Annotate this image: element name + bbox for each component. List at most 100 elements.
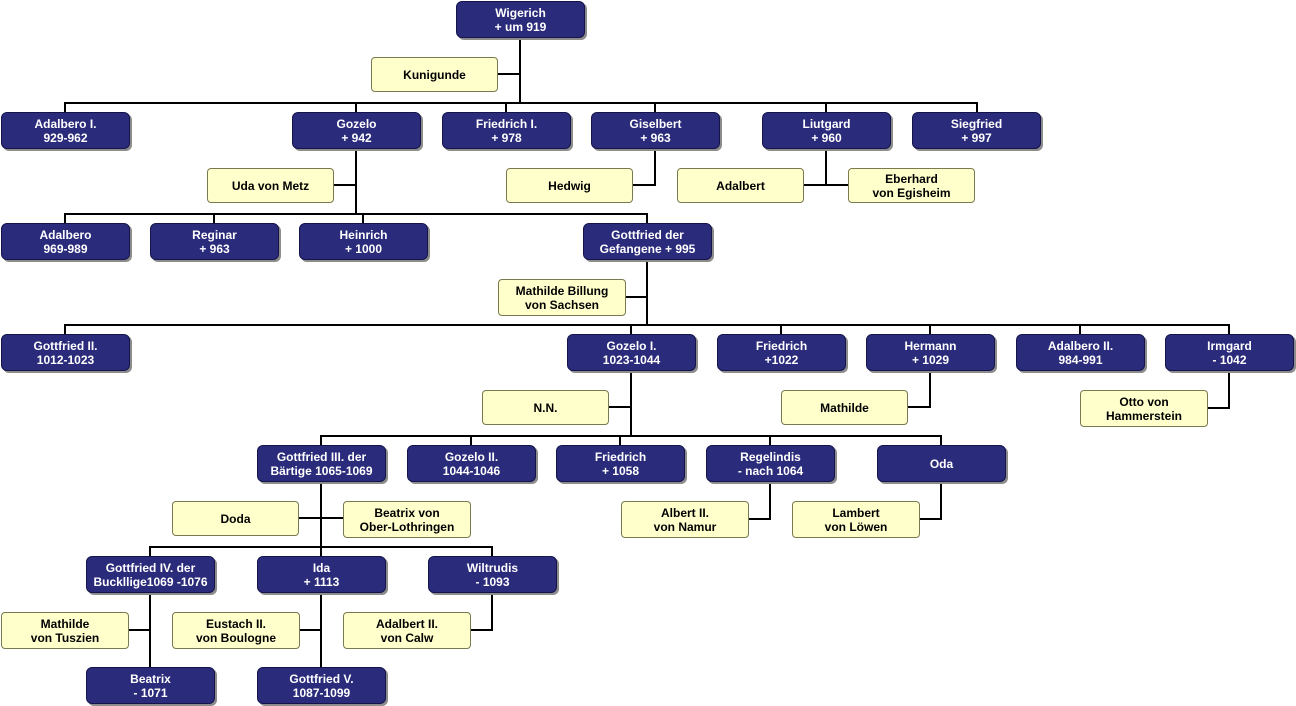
person-gozelo-1-line-2: 1023-1044 (602, 352, 661, 367)
spouse-eberhard-line-1: Eberhard (885, 171, 938, 186)
person-friedrich-1-line-1: Friedrich I. (475, 116, 538, 131)
person-gottfried-2: Gottfried II. 1012-1023 (1, 334, 130, 371)
spouse-uda-von-metz: Uda von Metz (207, 168, 334, 203)
person-wiltrudis-line-1: Wiltrudis (466, 560, 519, 575)
person-ida-line-1: Ida (312, 560, 331, 575)
spouse-eberhard: Eberhard von Egisheim (848, 168, 975, 203)
person-wiltrudis: Wiltrudis - 1093 (428, 556, 557, 593)
person-oda-line-1: Oda (929, 456, 954, 471)
spouse-eustach-line-1: Eustach II. (205, 616, 267, 631)
spouse-adalbert2-line-2: von Calw (380, 630, 434, 645)
person-gottfried-4-line-2: Buckllige1069 -1076 (93, 574, 208, 589)
person-beatrix-line-1: Beatrix (130, 671, 171, 686)
person-reginar-line-1: Reginar (192, 227, 237, 242)
person-ida-line-2: + 1113 (303, 574, 340, 589)
spouse-mathilde-t-line-2: von Tuszien (30, 630, 100, 645)
person-liutgard-line-2: + 960 (811, 130, 842, 145)
person-gottfried-3: Gottfried III. der Bärtige 1065-1069 (257, 445, 386, 482)
person-friedrich-1-line-2: + 978 (491, 130, 522, 145)
spouse-kunigunde: Kunigunde (371, 57, 498, 92)
person-heinrich-line-1: Heinrich (339, 227, 388, 242)
person-gozelo-2: Gozelo II. 1044-1046 (407, 445, 536, 482)
spouse-eberhard-line-2: von Egisheim (872, 185, 951, 200)
spouse-albert2-line-2: von Namur (653, 519, 717, 534)
person-friedrich-b: Friedrich + 1058 (556, 445, 685, 482)
person-gottfried-4: Gottfried IV. der Buckllige1069 -1076 (86, 556, 215, 593)
person-gottfried-g-line-2: Gefangene + 995 (599, 241, 696, 256)
person-adalbero-line-1: Adalbero (39, 227, 92, 242)
person-giselbert-line-1: Giselbert (629, 116, 682, 131)
spouse-doda: Doda (172, 501, 299, 536)
person-friedrich-line-1: Friedrich (755, 338, 808, 353)
person-hermann-line-2: + 1029 (911, 352, 950, 367)
person-friedrich-b-line-2: + 1058 (601, 463, 640, 478)
person-gozelo-2-line-1: Gozelo II. (444, 449, 499, 464)
person-siegfried-line-2: + 997 (961, 130, 992, 145)
spouse-lambert-line-1: Lambert (832, 505, 880, 520)
person-reginar: Reginar + 963 (150, 223, 279, 260)
spouse-adalbert-2-von-calw: Adalbert II. von Calw (343, 612, 471, 649)
person-liutgard-line-1: Liutgard (802, 116, 851, 131)
person-gottfried-4-line-1: Gottfried IV. der (105, 560, 196, 575)
person-hermann: Hermann + 1029 (866, 334, 995, 371)
person-gozelo-line-2: + 942 (341, 130, 372, 145)
person-gottfried-g-line-1: Gottfried der (611, 227, 684, 242)
person-adalbero-1: Adalbero I. 929-962 (1, 112, 130, 149)
person-siegfried: Siegfried + 997 (912, 112, 1041, 149)
person-hermann-line-1: Hermann (904, 338, 957, 353)
person-adalbero-2-line-2: 984-991 (1058, 352, 1103, 367)
person-friedrich: Friedrich +1022 (717, 334, 846, 371)
person-gozelo-2-line-2: 1044-1046 (442, 463, 501, 478)
person-gottfried-3-line-2: Bärtige 1065-1069 (270, 463, 373, 478)
person-irmgard: Irmgard - 1042 (1165, 334, 1294, 371)
spouse-albert2-line-1: Albert II. (660, 505, 709, 520)
spouse-albert-2-von-namur: Albert II. von Namur (621, 501, 749, 538)
spouse-mathilde-b-line-2: von Sachsen (524, 297, 600, 312)
spouse-otto-line-2: Hammerstein (1105, 408, 1183, 423)
person-adalbero-2: Adalbero II. 984-991 (1016, 334, 1145, 371)
spouse-adalbert-line-1: Adalbert (716, 178, 765, 193)
person-friedrich-1: Friedrich I. + 978 (442, 112, 571, 149)
spouse-eustach-2: Eustach II. von Boulogne (172, 612, 300, 649)
spouse-mathilde-line-1: Mathilde (820, 400, 869, 415)
person-gottfried-5: Gottfried V. 1087-1099 (257, 667, 386, 704)
spouse-mathilde-t-line-1: Mathilde (40, 616, 90, 631)
person-irmgard-line-1: Irmgard (1207, 338, 1252, 353)
person-gottfried-2-line-2: 1012-1023 (36, 352, 95, 367)
spouse-otto-line-1: Otto von (1119, 394, 1169, 409)
spouse-mathilde-billung: Mathilde Billung von Sachsen (498, 279, 626, 316)
person-heinrich: Heinrich + 1000 (299, 223, 428, 260)
person-ida: Ida + 1113 (257, 556, 386, 593)
spouse-hedwig: Hedwig (506, 168, 633, 203)
spouse-lambert-von-loewen: Lambert von Löwen (792, 501, 920, 538)
person-regelindis-line-2: - nach 1064 (737, 463, 804, 478)
person-gozelo-1-line-1: Gozelo I. (606, 338, 657, 353)
person-giselbert: Giselbert + 963 (591, 112, 720, 149)
person-liutgard: Liutgard + 960 (762, 112, 891, 149)
spouse-mathilde-von-tuszien: Mathilde von Tuszien (1, 612, 129, 649)
person-gozelo: Gozelo + 942 (292, 112, 421, 149)
spouse-uda-line-1: Uda von Metz (231, 178, 310, 193)
spouse-kunigunde-line-1: Kunigunde (403, 67, 466, 82)
person-regelindis-line-1: Regelindis (740, 449, 801, 464)
spouse-mathilde: Mathilde (781, 390, 908, 425)
person-gottfried-der-gefangene: Gottfried der Gefangene + 995 (583, 223, 712, 260)
spouse-beatrix-o-line-2: Ober-Lothringen (359, 519, 455, 534)
person-gozelo-1: Gozelo I. 1023-1044 (567, 334, 696, 371)
person-adalbero-2-line-1: Adalbero II. (1047, 338, 1114, 353)
person-friedrich-b-line-1: Friedrich (594, 449, 647, 464)
person-beatrix: Beatrix - 1071 (86, 667, 215, 704)
person-gottfried-5-line-1: Gottfried V. (289, 671, 354, 686)
person-reginar-line-2: + 963 (199, 241, 230, 256)
person-gottfried-5-line-2: 1087-1099 (292, 685, 351, 700)
spouse-nn: N.N. (482, 390, 609, 425)
person-friedrich-line-2: +1022 (764, 352, 799, 367)
person-heinrich-line-2: + 1000 (344, 241, 383, 256)
person-irmgard-line-2: - 1042 (1212, 352, 1247, 367)
person-wigerich-line-2: + um 919 (494, 19, 547, 34)
spouse-adalbert: Adalbert (677, 168, 804, 203)
spouse-mathilde-b-line-1: Mathilde Billung (515, 283, 609, 298)
spouse-beatrix-o-line-1: Beatrix von (374, 505, 440, 520)
